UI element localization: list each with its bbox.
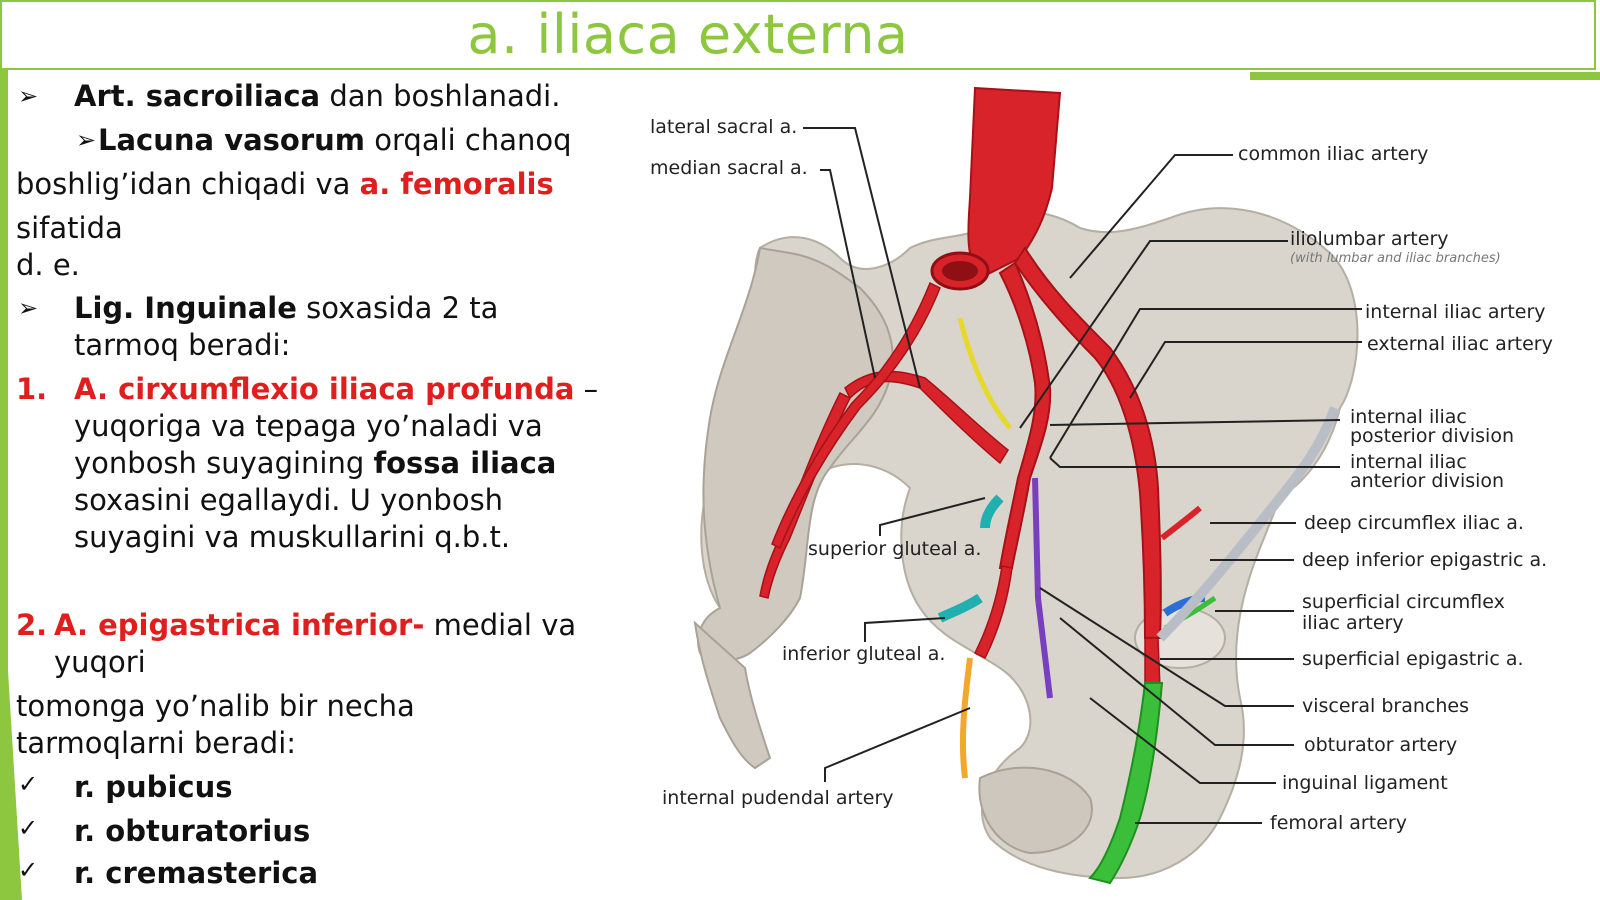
label-iliolumbar-sub: (with lumbar and iliac branches) bbox=[1290, 251, 1501, 266]
label-inferior-gluteal: inferior gluteal a. bbox=[782, 643, 945, 665]
label-obturator: obturator artery bbox=[1304, 734, 1457, 756]
accent-bar bbox=[1250, 72, 1600, 80]
list-number-1: 1. bbox=[16, 372, 48, 406]
text-line-10: yonbosh suyagining fossa iliaca bbox=[74, 445, 556, 482]
text-line-12: suyagini va muskullarini q.b.t. bbox=[74, 520, 511, 554]
label-internal-pudendal: internal pudendal artery bbox=[662, 787, 894, 809]
text-line-2: Lacuna vasorum orqali chanoq bbox=[98, 122, 572, 159]
label-superficial-circ-2: iliac artery bbox=[1302, 612, 1404, 634]
label-int-post-1: internal iliac bbox=[1350, 406, 1467, 428]
text-line-13: A. epigastrica inferior- medial va bbox=[54, 607, 576, 644]
branch-item-1: r. pubicus bbox=[74, 770, 233, 804]
label-inguinal: inguinal ligament bbox=[1282, 772, 1448, 794]
label-visceral: visceral branches bbox=[1302, 695, 1469, 717]
arrow-bullet-icon: ➢ bbox=[76, 126, 97, 154]
label-lateral-sacral: lateral sacral a. bbox=[650, 116, 797, 138]
figure-labels: lateral sacral a. median sacral a. commo… bbox=[650, 116, 1553, 834]
arrow-bullet-icon: ➢ bbox=[18, 82, 39, 110]
term-sacroiliaca: Art. sacroiliaca bbox=[74, 79, 321, 113]
branch-item-2: r. obturatorius bbox=[74, 814, 311, 848]
slide-title: a. iliaca externa bbox=[467, 3, 909, 66]
label-int-post-2: posterior division bbox=[1350, 425, 1514, 447]
label-superficial-epigastric: superficial epigastric a. bbox=[1302, 648, 1524, 670]
term-epigastrica: A. epigastrica inferior- bbox=[54, 608, 425, 642]
check-bullet-icon: ✓ bbox=[18, 770, 39, 798]
label-deep-inf-epigastric: deep inferior epigastric a. bbox=[1302, 549, 1547, 571]
text-line-14: yuqori bbox=[54, 645, 146, 679]
text-line-11: soxasini egallaydi. U yonbosh bbox=[74, 483, 504, 517]
term-lacuna-vasorum: Lacuna vasorum bbox=[98, 123, 366, 157]
text-fragment: orqali chanoq bbox=[365, 123, 572, 157]
text-fragment: soxasida 2 ta bbox=[296, 291, 499, 325]
text-fragment: dan boshlanadi. bbox=[320, 79, 561, 113]
text-fragment: medial va bbox=[424, 608, 577, 642]
label-common-iliac: common iliac artery bbox=[1238, 143, 1428, 165]
label-deep-circumflex: deep circumflex iliac a. bbox=[1304, 512, 1524, 534]
term-circumflexa: A. cirxumflexio iliaca profunda bbox=[74, 372, 575, 406]
label-iliolumbar: iliolumbar artery bbox=[1290, 228, 1449, 250]
text-fragment: yonbosh suyagining bbox=[74, 446, 374, 480]
label-external-iliac: external iliac artery bbox=[1367, 333, 1553, 355]
text-fragment: – bbox=[574, 372, 599, 406]
term-fossa-iliaca: fossa iliaca bbox=[373, 446, 557, 480]
title-bar: a. iliaca externa bbox=[0, 0, 1596, 70]
text-fragment: boshlig’idan chiqadi va bbox=[16, 167, 360, 201]
text-line-7: tarmoq beradi: bbox=[74, 328, 291, 362]
list-number-2: 2. bbox=[16, 608, 48, 642]
leader-lines bbox=[803, 127, 1362, 824]
text-line-5: d. e. bbox=[16, 248, 80, 282]
check-bullet-icon: ✓ bbox=[18, 814, 39, 842]
label-femoral: femoral artery bbox=[1270, 812, 1407, 834]
left-accent-strip bbox=[0, 70, 8, 900]
text-line-1: Art. sacroiliaca dan boshlanadi. bbox=[74, 78, 560, 115]
label-median-sacral: median sacral a. bbox=[650, 157, 808, 179]
text-line-8: A. cirxumflexio iliaca profunda – bbox=[74, 371, 598, 408]
label-int-ant-2: anterior division bbox=[1350, 470, 1504, 492]
text-line-9: yuqoriga va tepaga yo’naladi va bbox=[74, 409, 543, 443]
label-superficial-circ-1: superficial circumflex bbox=[1302, 591, 1505, 613]
artery-tree bbox=[759, 86, 1340, 885]
label-superior-gluteal: superior gluteal a. bbox=[808, 538, 981, 560]
pelvis-artery-figure: lateral sacral a. median sacral a. commo… bbox=[650, 86, 1553, 885]
text-line-3: boshlig’idan chiqadi va a. femoralis bbox=[16, 166, 554, 203]
term-femoralis: a. femoralis bbox=[359, 167, 554, 201]
arrow-bullet-icon: ➢ bbox=[18, 294, 39, 322]
label-internal-iliac: internal iliac artery bbox=[1365, 301, 1546, 323]
term-lig-inguinale: Lig. Inguinale bbox=[74, 291, 297, 325]
branch-item-3: r. cremasterica bbox=[74, 856, 319, 890]
check-bullet-icon: ✓ bbox=[18, 856, 39, 884]
text-line-4: sifatida bbox=[16, 211, 123, 245]
left-accent-wedge bbox=[0, 540, 22, 900]
label-int-ant-1: internal iliac bbox=[1350, 451, 1467, 473]
text-line-16: tarmoqlarni beradi: bbox=[16, 726, 297, 760]
text-line-6: Lig. Inguinale soxasida 2 ta bbox=[74, 290, 498, 327]
text-line-15: tomonga yo’nalib bir necha bbox=[16, 689, 415, 723]
